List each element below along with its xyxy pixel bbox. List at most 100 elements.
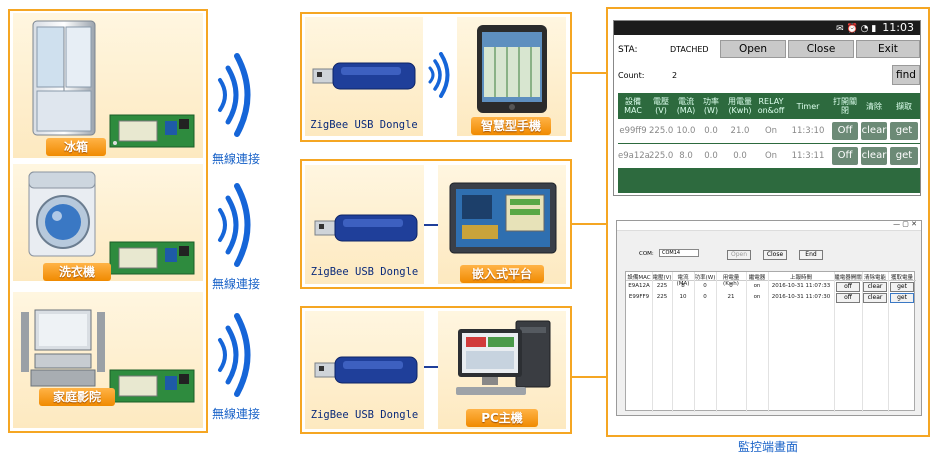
- cell-timer: 11:3:11: [791, 151, 825, 161]
- off-button[interactable]: Off: [832, 122, 858, 140]
- get-button[interactable]: get: [890, 122, 918, 140]
- end-button[interactable]: End: [799, 250, 823, 260]
- window-controls-icon[interactable]: — ▢ ✕: [893, 220, 917, 228]
- cell-mac: e99ff9: [619, 126, 647, 136]
- cell-current: 10: [679, 294, 687, 300]
- count-label: Count:: [618, 71, 645, 80]
- smartphone-icon: [477, 25, 547, 113]
- pc-label: PC主機: [466, 409, 538, 427]
- clear-button[interactable]: clear: [861, 122, 887, 140]
- pcb-board-icon: [109, 114, 195, 148]
- smartphone-label: 智慧型手機: [471, 117, 551, 135]
- usb-dongle-icon: [312, 62, 416, 90]
- get-button[interactable]: get: [890, 293, 914, 303]
- phone-app-screen: ✉ ⏰ ◔ ▮11:03 STA: DTACHED Open Close Exi…: [613, 20, 921, 196]
- exit-button[interactable]: Exit: [856, 40, 920, 58]
- home-theater-panel: 家庭影院: [13, 292, 203, 428]
- dongle-panel: ZigBee USB Dongle: [305, 165, 424, 284]
- sta-value: DTACHED: [670, 45, 709, 54]
- cell-kwh: 0: [729, 283, 733, 289]
- status-bar: ✉ ⏰ ◔ ▮11:03: [614, 21, 920, 35]
- fridge-label: 冰箱: [46, 138, 106, 156]
- monitor-caption: 監控端畫面: [737, 440, 798, 454]
- clock: 11:03: [882, 21, 914, 34]
- close-button[interactable]: Close: [763, 250, 787, 260]
- table-header: 獲取電量: [890, 275, 913, 281]
- wireless-signal-icon: [218, 53, 251, 137]
- table-row: e99ff9 225.0 10.0 0.0 21.0 On 11:3:10 Of…: [618, 119, 920, 143]
- table-header: 設備MAC: [618, 95, 648, 117]
- device-table: 設備MAC 電壓(V) 電流(MA) 功率(W) 用電量(Kwh) 繼電器 上報…: [625, 271, 916, 412]
- get-button[interactable]: get: [890, 147, 918, 165]
- cell-relay: On: [764, 126, 778, 136]
- pcb-board-icon: [109, 241, 195, 275]
- table-header: 電壓(V): [652, 275, 672, 281]
- com-label: COM:: [639, 251, 654, 257]
- table-header: RELAY on&off: [757, 95, 785, 117]
- table-header: 電流(MA): [674, 95, 698, 117]
- washer-label: 洗衣機: [43, 263, 111, 281]
- cell-time: 2016-10-31 11:07:30: [771, 294, 831, 300]
- table-header: 清除: [860, 95, 888, 117]
- table-row: e9a12a 225.0 8.0 0.0 0.0 On 11:3:11 Off …: [618, 144, 920, 168]
- cell-current: 8: [681, 283, 685, 289]
- table-header: Timer: [786, 95, 830, 117]
- off-button[interactable]: off: [836, 282, 860, 292]
- count-value: 2: [672, 71, 678, 80]
- cell-relay: on: [753, 294, 761, 300]
- table-header: 打開關閉: [831, 95, 859, 117]
- open-button[interactable]: Open: [727, 250, 751, 260]
- com-select[interactable]: COM14: [659, 249, 699, 257]
- close-button[interactable]: Close: [788, 40, 854, 58]
- wireless-label: 無線連接: [212, 277, 261, 291]
- off-button[interactable]: Off: [832, 147, 858, 165]
- wireless-signal-icon: [428, 52, 450, 98]
- open-button[interactable]: Open: [720, 40, 786, 58]
- device-table: 設備MAC 電壓(V) 電流(MA) 功率(W) 用電量(Kwh) RELAY …: [618, 93, 920, 193]
- dongle-panel: ZigBee USB Dongle: [305, 17, 423, 136]
- connector-line: [572, 376, 606, 378]
- dongle-label: ZigBee USB Dongle: [310, 409, 419, 421]
- cell-current: 10.0: [676, 126, 696, 136]
- table-header: 功率(W): [694, 275, 716, 281]
- wireless-label: 無線連接: [212, 152, 261, 166]
- pc-panel: PC主機: [438, 311, 566, 429]
- usb-dongle-icon: [314, 356, 418, 384]
- cell-power: 0: [703, 294, 707, 300]
- table-row: E9A12A 225 8 0 0 on 2016-10-31 11:07:33 …: [626, 282, 916, 292]
- connector-line: [424, 224, 438, 226]
- pcb-board-icon: [109, 369, 195, 403]
- clear-button[interactable]: clear: [861, 147, 887, 165]
- clear-button[interactable]: clear: [863, 282, 887, 292]
- table-header: 設備MAC: [627, 275, 651, 281]
- pc-icon: [456, 320, 551, 395]
- cell-kwh: 21.0: [730, 126, 750, 136]
- clear-button[interactable]: clear: [863, 293, 887, 303]
- wireless-label: 無線連接: [212, 407, 261, 421]
- embedded-board-icon: [449, 182, 557, 254]
- cell-mac: E99FF9: [628, 294, 650, 300]
- cell-mac: e9a12a: [618, 151, 650, 161]
- cell-relay: on: [753, 283, 761, 289]
- table-header: 電壓(V): [649, 95, 673, 117]
- find-button[interactable]: find: [892, 65, 920, 85]
- fridge-icon: [32, 20, 96, 136]
- cell-power: 0: [703, 283, 707, 289]
- cell-current: 8.0: [679, 151, 693, 161]
- connector-line: [424, 366, 438, 368]
- washer-panel: 洗衣機: [13, 164, 203, 281]
- table-header: 用電量(Kwh): [724, 95, 756, 117]
- pc-app-window: — ▢ ✕ COM: COM14 Open Close End 設備MAC 電壓…: [616, 220, 922, 416]
- embedded-panel: 嵌入式平台: [438, 165, 566, 284]
- dongle-panel: ZigBee USB Dongle: [305, 311, 424, 429]
- dongle-label: ZigBee USB Dongle: [310, 266, 419, 278]
- table-row: E99FF9 225 10 0 21 on 2016-10-31 11:07:3…: [626, 293, 916, 303]
- off-button[interactable]: off: [836, 293, 860, 303]
- table-header: 清除電能: [863, 275, 886, 281]
- home-theater-label: 家庭影院: [39, 388, 115, 406]
- cell-voltage: 225.0: [649, 126, 674, 136]
- connector-line: [572, 223, 606, 225]
- cell-relay: On: [764, 151, 778, 161]
- table-header: 功率(W): [699, 95, 723, 117]
- get-button[interactable]: get: [890, 282, 914, 292]
